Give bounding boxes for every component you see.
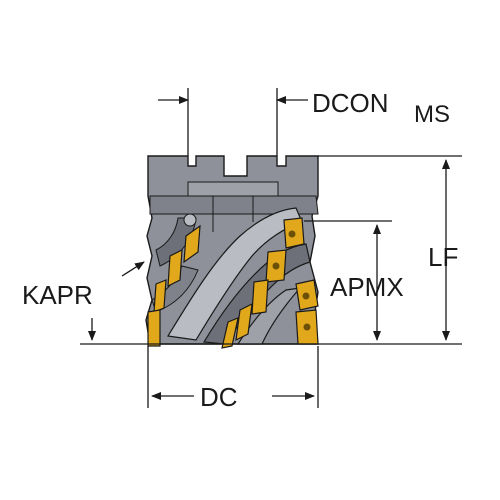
insert-left-4 <box>147 309 161 347</box>
kapr-indicator <box>88 261 145 341</box>
insert-left-3 <box>153 279 167 313</box>
dc-dimension <box>147 346 319 408</box>
bore-hint <box>212 196 254 232</box>
insert-screw <box>302 292 310 300</box>
dc-label: DC <box>200 382 238 412</box>
flute-1 <box>167 207 303 341</box>
kapr-label: KAPR <box>22 280 93 310</box>
dcon-subscript: MS <box>414 101 450 128</box>
insert-right-3 <box>251 279 269 315</box>
apmx-dimension <box>304 220 392 341</box>
insert-mid-1 <box>235 302 253 342</box>
cutter-body <box>145 155 319 345</box>
drive-key-slot <box>187 181 279 197</box>
lf-label: LF <box>428 242 458 272</box>
lf-dimension <box>318 155 462 341</box>
dcon-label: DCON <box>312 88 389 118</box>
insert-mid-2 <box>221 317 239 349</box>
insert-left-1 <box>183 224 201 264</box>
insert-left-2 <box>167 248 183 288</box>
apmx-label: APMX <box>330 272 404 302</box>
screw-detail <box>183 213 197 227</box>
insert-screw <box>288 230 296 238</box>
insert-screw <box>272 262 280 270</box>
insert-screw <box>303 323 311 331</box>
inserts <box>147 217 319 349</box>
dcon-dimension <box>158 88 308 156</box>
